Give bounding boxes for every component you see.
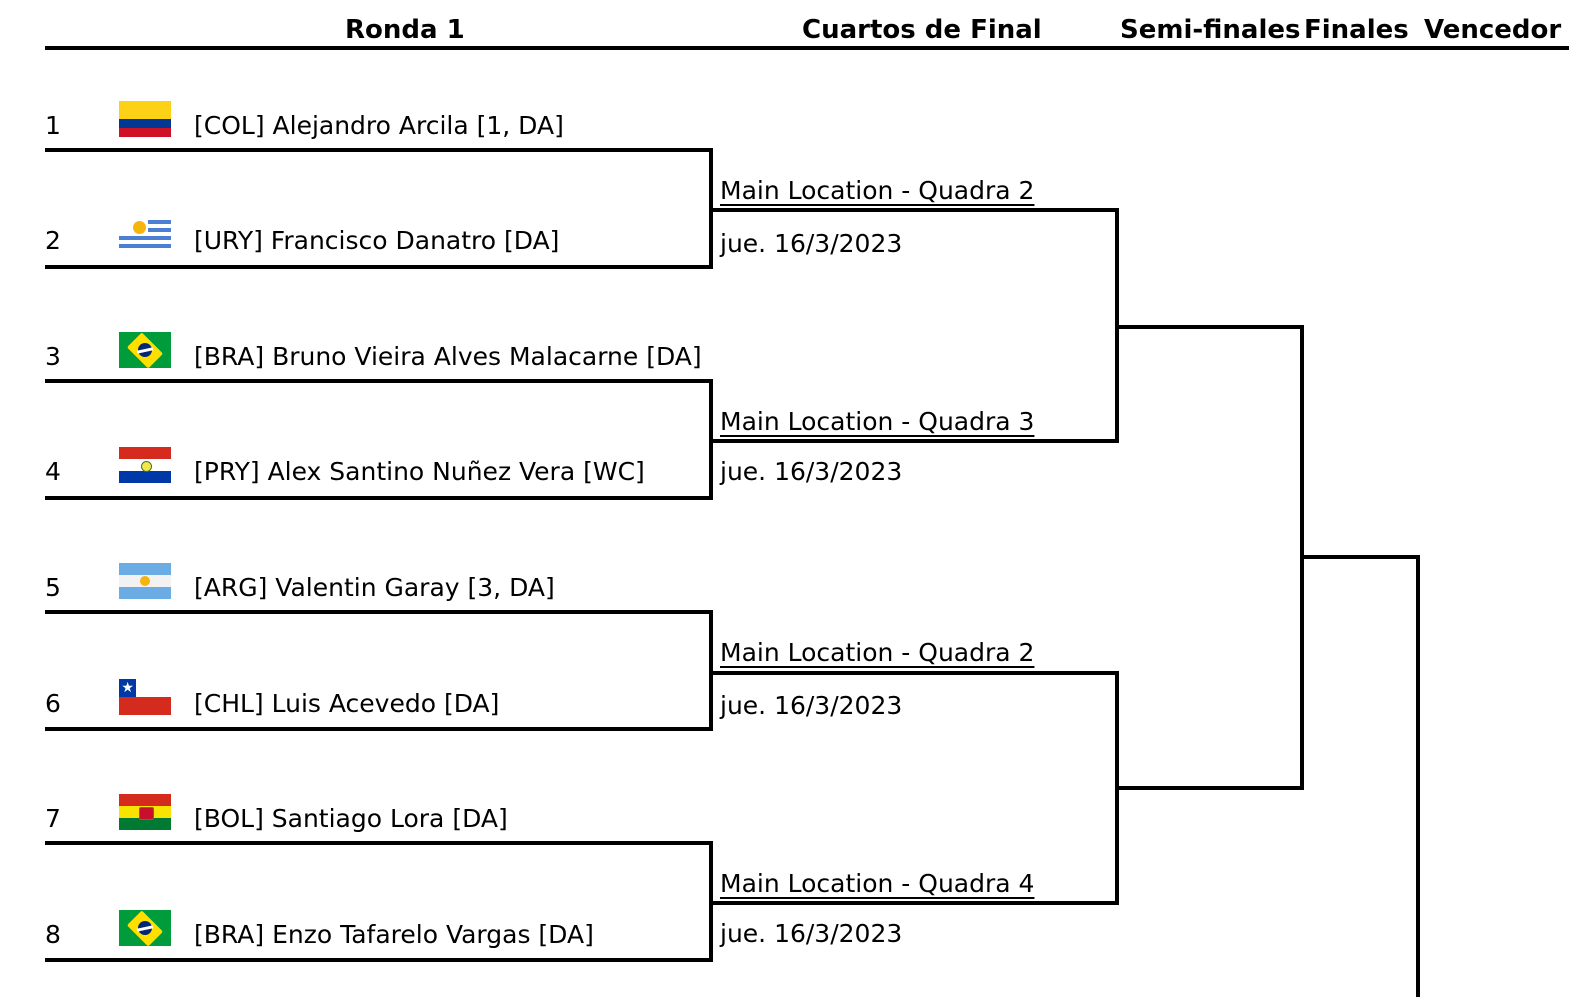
bracket-feed-semi-top (1115, 325, 1304, 329)
match-date: jue. 16/3/2023 (720, 691, 903, 720)
player-baseline (45, 727, 712, 731)
bracket-feed-qf2 (709, 439, 1119, 443)
flag-uruguay-icon (119, 216, 171, 252)
match-venue[interactable]: Main Location - Quadra 4 (720, 869, 1035, 898)
flag-bolivia-icon (119, 794, 171, 830)
flag-brazil-icon (119, 910, 171, 946)
player-baseline (45, 610, 712, 614)
round-header-cuartos-de-final: Cuartos de Final (802, 15, 1042, 45)
flag-paraguay-icon (119, 447, 171, 483)
round-header-vencedor: Vencedor (1424, 15, 1562, 45)
round-header-semi-finales: Semi-finales (1120, 15, 1301, 45)
match-venue[interactable]: Main Location - Quadra 3 (720, 407, 1035, 436)
player-baseline (45, 958, 712, 962)
match-venue[interactable]: Main Location - Quadra 2 (720, 176, 1035, 205)
player-baseline (45, 379, 712, 383)
seed-number: 1 (45, 111, 61, 140)
bracket-feed-final (1300, 555, 1420, 559)
player-name[interactable]: [BRA] Bruno Vieira Alves Malacarne [DA] (194, 342, 702, 371)
seed-number: 7 (45, 804, 61, 833)
player-name[interactable]: [BOL] Santiago Lora [DA] (194, 804, 508, 833)
bracket-feed-qf4 (709, 901, 1119, 905)
player-name[interactable]: [PRY] Alex Santino Nuñez Vera [WC] (194, 457, 645, 486)
match-venue[interactable]: Main Location - Quadra 2 (720, 638, 1035, 667)
bracket-connector-r1-match3 (709, 610, 713, 731)
flag-colombia-icon (119, 101, 171, 137)
seed-number: 5 (45, 573, 61, 602)
player-baseline (45, 841, 712, 845)
round-header-finales: Finales (1304, 15, 1409, 45)
match-date: jue. 16/3/2023 (720, 457, 903, 486)
player-name[interactable]: [COL] Alejandro Arcila [1, DA] (194, 111, 564, 140)
player-baseline (45, 148, 712, 152)
flag-brazil-icon (119, 332, 171, 368)
player-baseline (45, 265, 712, 269)
player-baseline (45, 496, 712, 500)
round-header-ronda-1: Ronda 1 (345, 15, 465, 45)
player-name[interactable]: [URY] Francisco Danatro [DA] (194, 226, 560, 255)
seed-number: 8 (45, 920, 61, 949)
bracket-feed-qf1 (709, 208, 1119, 212)
seed-number: 4 (45, 457, 61, 486)
flag-argentina-icon (119, 563, 171, 599)
seed-number: 2 (45, 226, 61, 255)
flag-chile-icon: ★ (119, 679, 171, 715)
seed-number: 6 (45, 689, 61, 718)
match-date: jue. 16/3/2023 (720, 229, 903, 258)
match-date: jue. 16/3/2023 (720, 919, 903, 948)
player-name[interactable]: [BRA] Enzo Tafarelo Vargas [DA] (194, 920, 594, 949)
seed-number: 3 (45, 342, 61, 371)
player-name[interactable]: [ARG] Valentin Garay [3, DA] (194, 573, 555, 602)
bracket-feed-qf3 (709, 671, 1119, 675)
header-divider-rule (45, 46, 1569, 50)
bracket-connector-final (1416, 555, 1420, 997)
bracket-feed-semi-bottom (1115, 786, 1304, 790)
player-name[interactable]: [CHL] Luis Acevedo [DA] (194, 689, 500, 718)
